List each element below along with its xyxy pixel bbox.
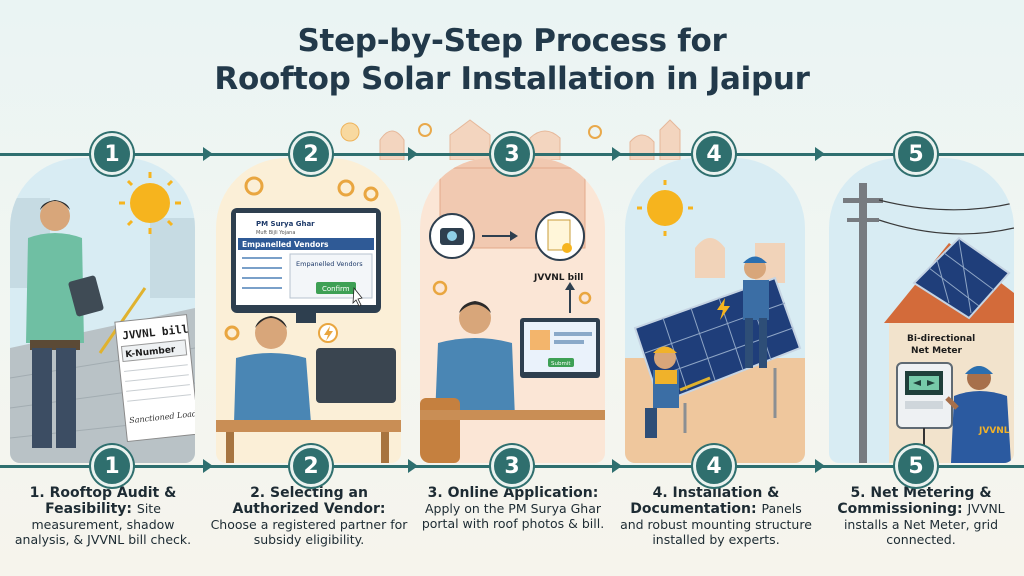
step-2-illustration: PM Surya Ghar Muft Bijli Yojana Empanell… — [216, 158, 401, 463]
title-line-1: Step-by-Step Process for — [297, 23, 727, 59]
step-4-badge-bottom: 4 — [693, 445, 735, 487]
step-3-caption: 3. Online Application: Apply on the PM S… — [414, 485, 612, 531]
step-2-badge-bottom: 2 — [290, 445, 332, 487]
step-3-badge-bottom: 3 — [491, 445, 533, 487]
bottom-arrow-2 — [408, 459, 418, 473]
step-3-heading: 3. Online Application: — [427, 485, 599, 501]
step-1-badge-bottom: 1 — [91, 445, 133, 487]
gear-icon — [432, 280, 592, 305]
svg-text:Empanelled Vendors: Empanelled Vendors — [242, 240, 329, 249]
step-4-badge-top: 4 — [693, 133, 735, 175]
step-3-badge-top: 3 — [491, 133, 533, 175]
bottom-arrow-1 — [203, 459, 213, 473]
page-title: Step-by-Step Process for Rooftop Solar I… — [0, 22, 1024, 98]
top-arrow-4 — [815, 147, 825, 161]
gear-icon — [224, 176, 379, 341]
jvvnl-bill-document: JVVNL bill K-Number Sanctioned Load — [114, 314, 195, 443]
svg-text:PM Surya Ghar: PM Surya Ghar — [256, 220, 315, 228]
technician-figure: JVVNL — [945, 366, 1011, 463]
top-arrow-3 — [612, 147, 622, 161]
step-2-heading: 2. Selecting an Authorized Vendor: — [232, 485, 386, 517]
step-5-illustration: Bi-directional Net Meter JVVNL — [829, 158, 1014, 463]
step-1-body: Site measurement, shadow analysis, & JVV… — [14, 501, 192, 547]
step-2-body: Choose a registered partner for subsidy … — [210, 517, 408, 547]
sun-icon — [637, 180, 693, 236]
net-meter — [896, 362, 953, 463]
svg-text:Confirm: Confirm — [322, 285, 350, 293]
svg-text:Net Meter: Net Meter — [911, 346, 963, 356]
top-arrow-2 — [408, 147, 418, 161]
svg-text:JVVNL: JVVNL — [978, 426, 1010, 436]
step-1-caption: 1. Rooftop Audit & Feasibility: Site mea… — [4, 485, 202, 547]
step-1-badge-top: 1 — [91, 133, 133, 175]
step-1-heading: 1. Rooftop Audit & Feasibility: — [29, 485, 177, 517]
step-3-body: Apply on the PM Surya Ghar portal with r… — [421, 501, 605, 531]
step-3-illustration: JVVNL bill Submit — [420, 158, 605, 463]
worker-figure — [743, 256, 769, 368]
step-4-body: Panels and robust mounting structure ins… — [620, 501, 812, 547]
sun-icon — [119, 172, 181, 234]
step-5-badge-bottom: 5 — [895, 445, 937, 487]
svg-text:Empanelled Vendors: Empanelled Vendors — [296, 260, 363, 268]
step-2-caption: 2. Selecting an Authorized Vendor: Choos… — [210, 485, 408, 547]
svg-text:JVVNL bill: JVVNL bill — [533, 273, 583, 283]
step-5-badge-top: 5 — [895, 133, 937, 175]
title-line-2: Rooftop Solar Installation in Jaipur — [214, 61, 810, 97]
step-1-illustration: JVVNL bill K-Number Sanctioned Load — [10, 158, 195, 463]
camera-icon — [429, 213, 475, 259]
svg-text:Bi-directional: Bi-directional — [907, 334, 975, 344]
bottom-arrow-3 — [612, 459, 622, 473]
bottom-arrow-4 — [815, 459, 825, 473]
step-5-body: JVVNL installs a Net Meter, grid connect… — [843, 501, 1005, 547]
auditor-figure — [26, 200, 104, 448]
step-4-caption: 4. Installation & Documentation: Panels … — [617, 485, 815, 547]
document-icon — [535, 211, 585, 261]
step-4-illustration — [625, 158, 805, 463]
step-2-badge-top: 2 — [290, 133, 332, 175]
skyline-decoration — [340, 119, 681, 160]
worker-figure — [645, 346, 679, 438]
lightning-icon — [318, 323, 338, 343]
lightning-icon — [717, 298, 730, 320]
svg-text:Muft Bijli Yojana: Muft Bijli Yojana — [256, 230, 295, 236]
top-arrow-1 — [203, 147, 213, 161]
step-5-caption: 5. Net Metering & Commissioning: JVVNL i… — [822, 485, 1020, 547]
step-4-heading: 4. Installation & Documentation: — [630, 485, 780, 517]
step-5-heading: 5. Net Metering & Commissioning: — [837, 485, 992, 517]
svg-text:Submit: Submit — [551, 361, 571, 367]
